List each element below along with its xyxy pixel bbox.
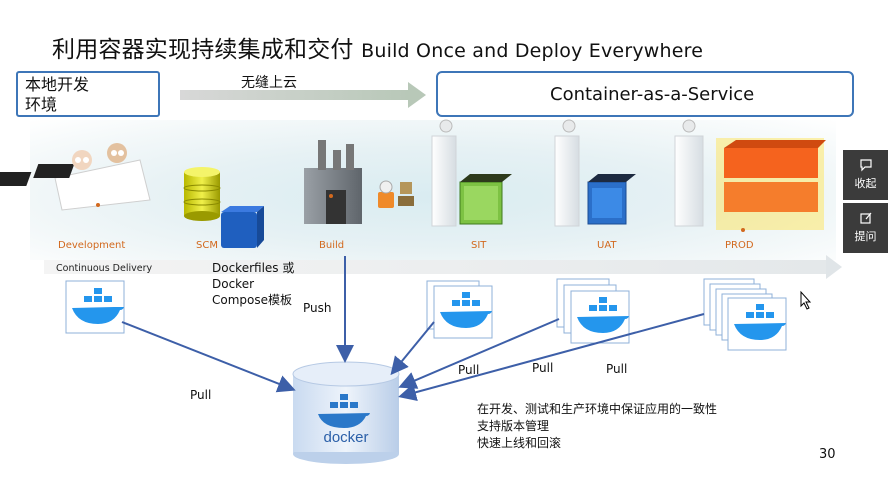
sit-pull-arrow bbox=[390, 321, 435, 376]
stage-label-prod: PROD bbox=[725, 240, 754, 251]
sit-environment-icon bbox=[431, 119, 512, 227]
flow-arrows bbox=[121, 256, 705, 402]
local-image-card bbox=[65, 280, 125, 334]
stage-label-uat: UAT bbox=[597, 240, 617, 251]
benefit-item: 在开发、测试和生产环境中保证应用的一致性 bbox=[477, 402, 718, 416]
mouse-cursor-icon bbox=[800, 290, 812, 310]
seamless-cloud-label: 无缝上云 bbox=[241, 75, 297, 91]
benefit-item: 快速上线和回滚 bbox=[477, 436, 562, 450]
caas-label: Container-as-a-Service bbox=[550, 84, 755, 105]
benefits-list: 在开发、测试和生产环境中保证应用的一致性 支持版本管理 快速上线和回滚 bbox=[477, 401, 717, 452]
dockerfiles-note: Dockerfiles 或 Docker Compose模板 bbox=[212, 260, 332, 308]
push-label: Push bbox=[303, 301, 332, 315]
dockerfiles-note-line2: Docker bbox=[212, 277, 255, 291]
local-dev-box: 本地开发 环境 bbox=[16, 71, 160, 117]
local-dev-label-line1: 本地开发 bbox=[25, 75, 90, 94]
docker-registry: docker bbox=[292, 361, 400, 464]
seamless-cloud-arrow bbox=[180, 82, 426, 108]
stage-label-sit: SIT bbox=[471, 240, 487, 251]
benefit-item: 支持版本管理 bbox=[477, 419, 550, 433]
stage-label-development: Development bbox=[58, 240, 126, 251]
robot-icon bbox=[378, 180, 414, 208]
development-icon bbox=[0, 143, 151, 211]
prod-environment-icon bbox=[674, 119, 826, 232]
pull-label-local: Pull bbox=[190, 388, 212, 402]
local-pull-arrow bbox=[121, 321, 296, 393]
prod-pull-arrow bbox=[398, 313, 705, 402]
dockerfiles-note-line3: Compose模板 bbox=[212, 293, 293, 307]
uat-image-cards bbox=[556, 278, 630, 344]
pull-label-sit: Pull bbox=[458, 363, 480, 377]
title-en: Build Once and Deploy Everywhere bbox=[361, 40, 704, 62]
continuous-delivery-label: Continuous Delivery bbox=[56, 263, 153, 274]
edit-icon bbox=[859, 212, 871, 224]
collapse-button[interactable]: 收起 bbox=[843, 150, 888, 200]
uat-pull-arrow bbox=[398, 318, 560, 389]
pull-label-uat: Pull bbox=[532, 361, 554, 375]
pull-label-prod: Pull bbox=[606, 362, 628, 376]
uat-environment-icon bbox=[554, 119, 636, 227]
collapse-button-label: 收起 bbox=[854, 177, 877, 190]
build-factory-icon bbox=[304, 140, 362, 224]
prod-image-cards bbox=[703, 278, 787, 351]
slide-title: 利用容器实现持续集成和交付 Build Once and Deploy Ever… bbox=[52, 30, 703, 64]
sit-image-cards bbox=[426, 280, 493, 339]
dockerfiles-note-line1: Dockerfiles 或 bbox=[212, 261, 295, 275]
registry-docker-wordmark: docker bbox=[323, 429, 368, 446]
title-cn: 利用容器实现持续集成和交付 bbox=[52, 37, 354, 63]
ask-button-label: 提问 bbox=[854, 230, 877, 243]
caas-box: Container-as-a-Service bbox=[436, 71, 854, 117]
stage-label-build: Build bbox=[319, 240, 345, 251]
ask-button[interactable]: 提问 bbox=[843, 203, 888, 253]
page-number: 30 bbox=[819, 447, 836, 462]
local-dev-label-line2: 环境 bbox=[25, 95, 58, 114]
stage-label-scm: SCM bbox=[196, 240, 218, 251]
continuous-delivery-bar bbox=[44, 255, 842, 279]
comment-icon bbox=[859, 159, 872, 172]
scm-icon bbox=[183, 167, 264, 248]
